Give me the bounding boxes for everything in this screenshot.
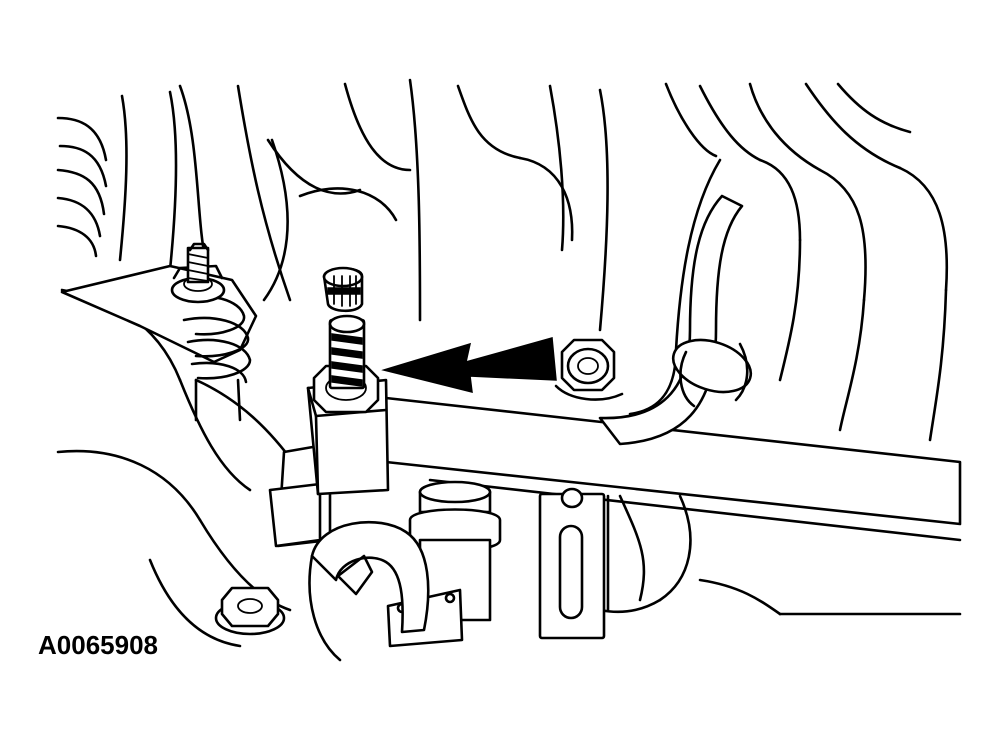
removed-nut-icon (324, 268, 362, 311)
bracket-stud-icon (188, 244, 208, 282)
large-left-arrow-icon (384, 338, 556, 392)
tube-coupling (667, 331, 758, 406)
left-bracket-assembly (62, 244, 256, 420)
hex-bolt-icon (556, 340, 622, 400)
engine-casting-outlines (58, 80, 960, 646)
valve-housing (388, 482, 500, 646)
block-stud-icon (330, 316, 364, 388)
slotted-bracket (540, 489, 604, 638)
mounting-block-assembly (270, 268, 388, 546)
figure-id-label: A0065908 (38, 630, 158, 660)
lower-hex-nut-icon (216, 588, 284, 634)
heater-tube (386, 196, 960, 540)
bottom-hose (310, 522, 429, 660)
